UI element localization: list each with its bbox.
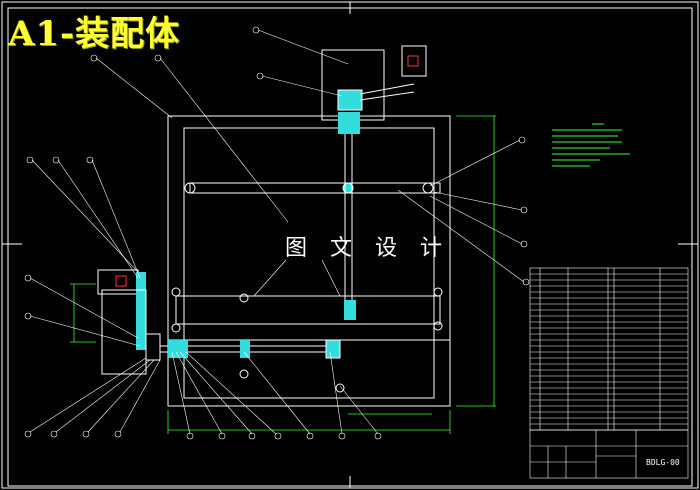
title-block (529, 429, 689, 479)
technical-notes (552, 123, 630, 167)
parts-list-table (529, 267, 689, 431)
left-motor-assembly (97, 269, 161, 375)
watermark-text: 图 文 设 计 (285, 236, 450, 261)
top-motor (337, 45, 427, 111)
vertical-shaft (338, 112, 360, 320)
frame-pivots (171, 287, 443, 393)
main-frame (167, 49, 451, 407)
leader-lines (29, 29, 525, 435)
dimension-lines (70, 115, 496, 434)
drawing-title: A1-装配体 (8, 14, 181, 54)
upper-crossbar (184, 182, 441, 194)
drawing-code: BDLG-00 (646, 458, 680, 467)
bottom-shaft (160, 339, 341, 359)
leader-balloons (24, 26, 530, 440)
